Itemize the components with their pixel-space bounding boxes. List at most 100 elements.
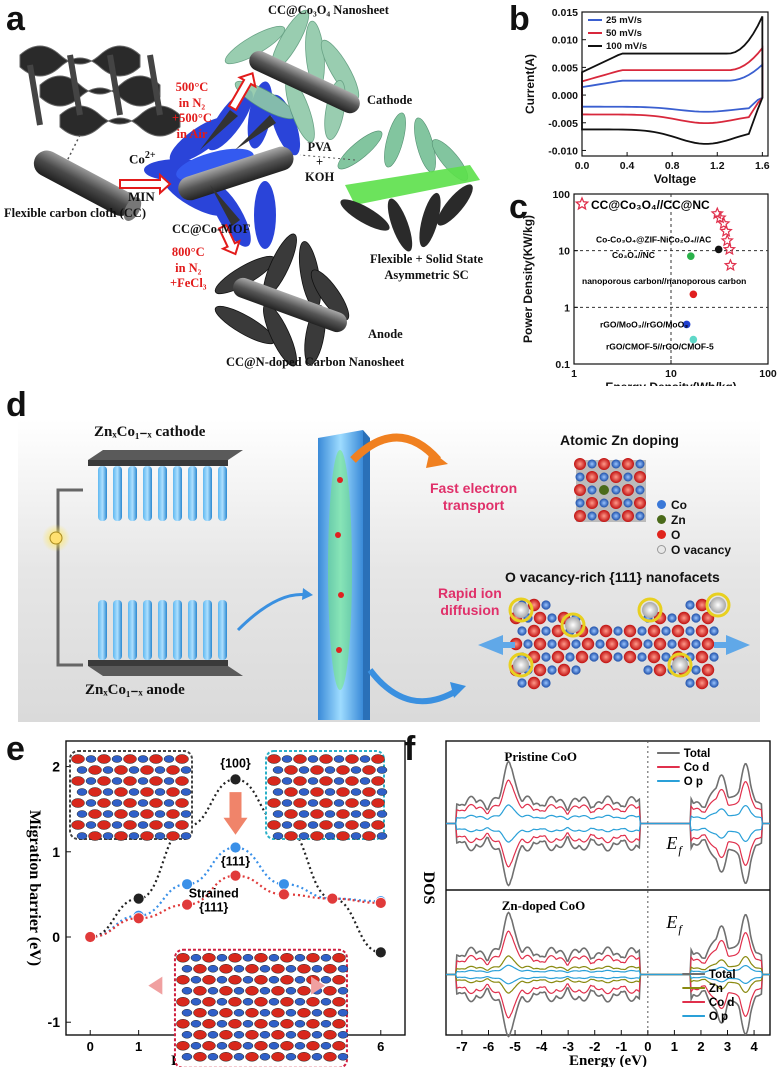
co-atom [359, 799, 371, 807]
fast-1: Fast electron [430, 480, 518, 496]
co-atom [320, 976, 332, 984]
co-atom [376, 810, 388, 818]
vacancy-ring [508, 652, 534, 678]
o-atom [123, 776, 137, 786]
o-vacancy [642, 602, 658, 618]
o-atom [71, 820, 85, 830]
co-atom [619, 639, 629, 649]
o-atom [176, 1041, 190, 1051]
o-atom [254, 953, 268, 963]
o-atom [97, 820, 111, 830]
o-atom [610, 471, 622, 483]
strained-111-label: {111} [199, 901, 228, 915]
cathode-title: ZnₓCo₁₋ₓ cathode [94, 424, 206, 440]
o-atom [306, 1041, 320, 1051]
o-atom [323, 986, 337, 996]
panel-label-a: a [6, 0, 25, 38]
o-atom [219, 1008, 233, 1018]
legend-star [574, 196, 590, 211]
zn-atom [599, 485, 609, 495]
co-atom [242, 954, 254, 962]
o-atom [193, 1052, 207, 1062]
cond-top-3: +500°C [172, 111, 212, 126]
co-atom [294, 998, 306, 1006]
y-tick-label: 2 [52, 759, 60, 775]
o-atom [114, 787, 128, 797]
co-atom [154, 810, 166, 818]
co-atom [320, 1042, 332, 1050]
data-point [689, 290, 698, 299]
co-atom [102, 766, 114, 774]
ef-bottom-sub: f [678, 922, 683, 936]
legend-zn-label: Zn [671, 513, 686, 527]
o-atom [88, 765, 102, 775]
co-atom [517, 626, 527, 636]
co-atom [128, 788, 140, 796]
co-atom [180, 766, 192, 774]
o-atom [371, 776, 385, 786]
co-atom [233, 987, 245, 995]
co-atom [587, 511, 597, 521]
o-atom [123, 820, 137, 830]
x-tick-label: 10 [665, 368, 677, 380]
co-atom [685, 678, 695, 688]
co-atom [128, 810, 140, 818]
co-atom [691, 613, 701, 623]
cathode-label: Cathode [367, 93, 413, 107]
o-atom [149, 754, 163, 764]
co-atom [637, 652, 647, 662]
x-tick-label: 1 [671, 1039, 678, 1054]
o-atom [88, 809, 102, 819]
o-atom [245, 964, 259, 974]
co-atom [85, 777, 97, 785]
o-atom [149, 798, 163, 808]
co-atom [216, 998, 228, 1006]
co-atom [294, 954, 306, 962]
co-atom [294, 1020, 306, 1028]
o-atom [202, 1041, 216, 1051]
o-atom [634, 497, 646, 509]
co-atom [320, 998, 332, 1006]
fast-2: transport [442, 496, 505, 513]
o-atom [332, 1019, 346, 1029]
co-atom [575, 472, 585, 482]
dos-curve-total [446, 822, 770, 887]
o-atom [245, 986, 259, 996]
legend-ov-label: O vacancy [671, 543, 732, 557]
o-atom [622, 484, 634, 496]
star-point [722, 242, 737, 256]
o-atom [653, 663, 667, 677]
o-atom [267, 776, 281, 786]
co-atom [137, 777, 149, 785]
x-axis-label: Voltage [654, 172, 697, 186]
co-atom [207, 987, 219, 995]
co-atom [359, 777, 371, 785]
o-atom [271, 1052, 285, 1062]
legend-label: 50 mV/s [606, 28, 642, 39]
co-atom [611, 485, 621, 495]
co-atom [272, 766, 284, 774]
x-tick-label: 6 [377, 1039, 384, 1054]
star-point [713, 210, 727, 224]
co-atom [163, 799, 175, 807]
o-atom [166, 831, 180, 841]
y-tick-label: 0.015 [552, 7, 578, 19]
x-tick-label: 100 [759, 368, 777, 380]
o-atom [362, 809, 376, 819]
nanosheet-label: CC@Co₃O₄ Nanosheet [268, 3, 389, 17]
x-tick-label: 0.0 [575, 160, 590, 172]
o-atom [581, 637, 595, 651]
o-atom [695, 598, 709, 612]
co-atom [233, 1053, 245, 1061]
o-atom [175, 820, 189, 830]
o-atom [574, 458, 586, 470]
o-atom [336, 831, 350, 841]
rapid-1: Rapid ion [438, 585, 502, 601]
o-atom [114, 809, 128, 819]
o-atom [267, 798, 281, 808]
o-atom [293, 776, 307, 786]
dos-curve-zn [446, 973, 770, 994]
legend-label: O p [709, 1011, 728, 1023]
cv-series-line [581, 62, 764, 113]
co-atom [376, 766, 388, 774]
